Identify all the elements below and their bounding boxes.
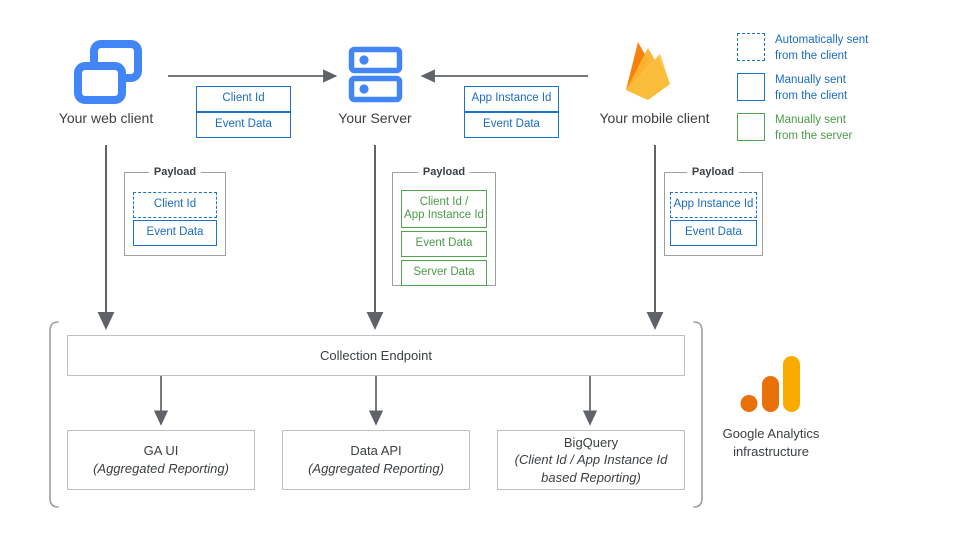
payload-item-event-data-server: Event Data [401,231,487,257]
legend-line1: Manually sent [775,114,846,126]
output-box-ga-ui: GA UI (Aggregated Reporting) [67,430,255,490]
output-subtitle-ga-ui: (Aggregated Reporting) [93,461,229,476]
payload-legend-mobile-client: Payload [686,166,740,178]
mobile-client-label: Your mobile client [599,110,710,126]
legend-label-automatic-client: Automatically sent from the client [775,33,868,64]
transfer-chip-app-instance-id: App Instance Id [464,86,559,112]
legend-line1: Manually sent [775,74,846,86]
legend-line2: from the server [775,129,853,142]
payload-legend-web-client: Payload [148,166,202,178]
legend-line2: from the client [775,49,848,62]
ga-caption-line2: infrastructure [733,443,809,459]
output-title-ga-ui: GA UI [143,443,179,459]
ga-caption-line1: Google Analytics [722,426,820,441]
legend-label-manual-client: Manually sent from the client [775,73,847,104]
payload-item-server-data: Server Data [401,260,487,286]
collection-endpoint-box: Collection Endpoint [67,335,685,376]
legend-line1: Automatically sent [775,34,869,46]
google-analytics-bars-icon [738,352,804,416]
output-subtitle2-bigquery: based Reporting) [541,469,641,485]
legend-swatch-solid-blue [737,73,765,101]
transfer-chip-event-data-mobile: Event Data [464,112,559,138]
firebase-flame-icon [618,38,678,106]
server-label: Your Server [338,110,412,126]
legend-label-manual-server: Manually sent from the server [775,113,852,144]
output-subtitle-data-api: (Aggregated Reporting) [308,461,444,476]
output-box-bigquery: BigQuery (Client Id / App Instance Id ba… [497,430,685,490]
output-title-data-api: Data API [350,443,402,459]
payload-item-client-id: Client Id [133,192,217,218]
output-subtitle-bigquery: (Client Id / App Instance Id [514,452,668,468]
infrastructure-bracket-left [49,321,59,508]
legend-swatch-solid-green [737,113,765,141]
payload-item-line2: App Instance Id [404,209,484,221]
infrastructure-bracket-right [693,321,703,508]
browser-windows-icon [74,40,142,106]
payload-item-event-data: Event Data [133,220,217,246]
ga-infrastructure-caption: Google Analytics infrastructure [691,425,851,460]
payload-item-app-instance-id: App Instance Id [670,192,757,218]
server-racks-icon [348,46,403,103]
collection-endpoint-label: Collection Endpoint [319,347,433,363]
payload-legend-server: Payload [417,166,471,178]
web-client-label: Your web client [58,110,154,126]
output-box-data-api: Data API (Aggregated Reporting) [282,430,470,490]
payload-item-event-data-mobile: Event Data [670,220,757,246]
legend-line2: from the client [775,89,848,102]
legend-swatch-dashed-blue [737,33,765,61]
payload-item-line1: Client Id / [419,195,469,208]
output-title-bigquery: BigQuery [563,434,619,450]
payload-item-client-or-app-instance-id: Client Id / App Instance Id [401,190,487,228]
transfer-chip-client-id: Client Id [196,86,291,112]
transfer-chip-event-data: Event Data [196,112,291,138]
